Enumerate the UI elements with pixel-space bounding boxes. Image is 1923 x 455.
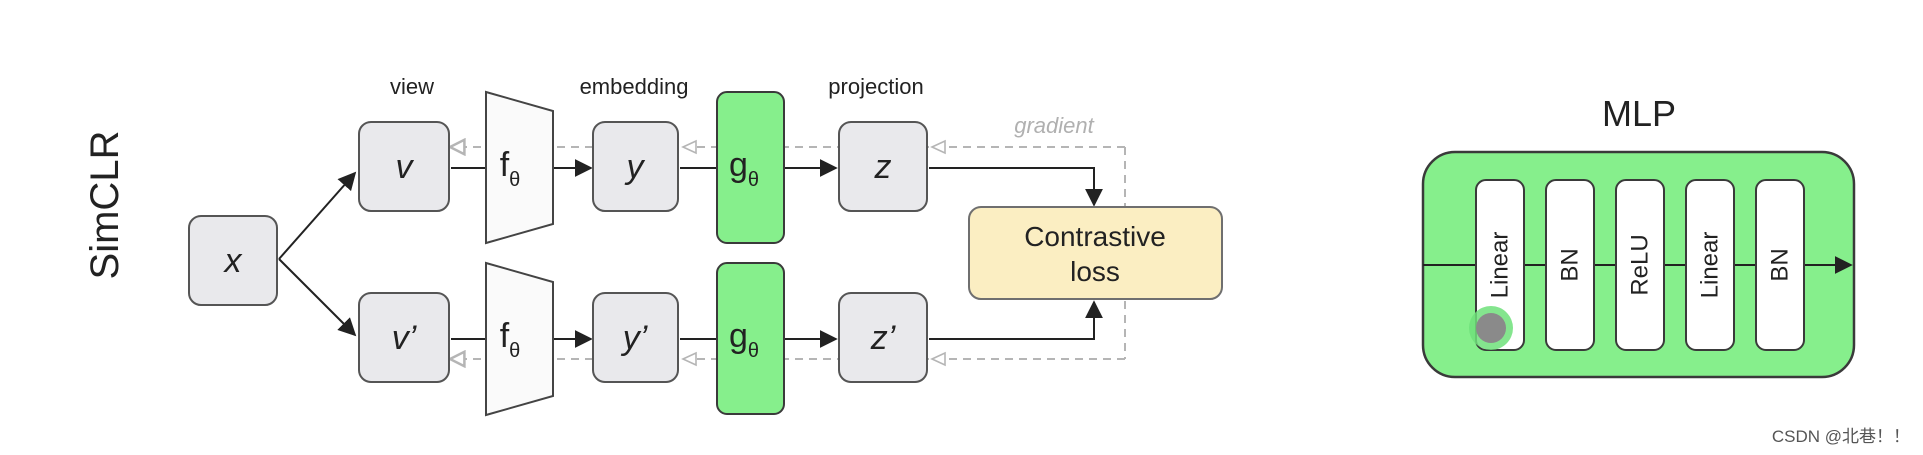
projector-bottom: gθ	[716, 262, 785, 415]
mlp-layer-label: BN	[1557, 248, 1584, 281]
embedding-node-y-prime-label: y’	[621, 319, 648, 357]
edge-zp-to-loss	[929, 300, 1103, 340]
encoder-symbol: f	[500, 317, 510, 355]
contrastive-loss-box: Contrastive loss	[968, 206, 1223, 300]
edge-z-to-loss	[929, 167, 1103, 207]
encoder-bottom: fθ	[485, 261, 554, 417]
edge-x-to-v	[278, 171, 357, 260]
mlp-layer-box: BN	[1755, 179, 1805, 351]
gradient-arrow-icon	[681, 351, 697, 367]
projector-symbol: g	[729, 317, 748, 355]
mlp-layer-box: BN	[1545, 179, 1595, 351]
projector-symbol: g	[729, 146, 748, 184]
projector-subscript: θ	[748, 340, 759, 362]
watermark: CSDN @北巷！！	[1772, 427, 1910, 446]
encoder-subscript: θ	[509, 340, 520, 362]
mlp-layer-box: ReLU	[1615, 179, 1665, 351]
projection-node-z: z	[838, 121, 928, 212]
input-node-x: x	[188, 215, 278, 306]
svg-text:fθ: fθ	[500, 146, 521, 191]
mlp-title: MLP	[1602, 93, 1676, 134]
view-node-v-prime-label: v’	[392, 319, 417, 357]
embedding-node-y-prime: y’	[592, 292, 679, 383]
loss-label-line1: Contrastive	[1024, 221, 1166, 252]
mlp-layer-label: ReLU	[1627, 234, 1654, 295]
gradient-arrow-icon	[930, 351, 946, 367]
mlp-layer-label: BN	[1767, 248, 1794, 281]
svg-text:gθ: gθ	[729, 317, 759, 362]
svg-text:gθ: gθ	[729, 146, 759, 191]
view-node-v: v	[358, 121, 450, 212]
mlp-block: Linear BN ReLU Linear BN	[1421, 150, 1856, 379]
projection-node-z-prime: z’	[838, 292, 928, 383]
projector-top: gθ	[716, 91, 785, 244]
svg-text:fθ: fθ	[500, 317, 521, 362]
mlp-layer-label: Linear	[1697, 232, 1724, 299]
loss-label-line2: loss	[1070, 256, 1120, 287]
projection-node-z-prime-label: z’	[870, 319, 896, 357]
header-view: view	[390, 74, 434, 99]
gradient-label: gradient	[1014, 113, 1094, 138]
encoder-symbol: f	[500, 146, 510, 184]
view-node-v-prime: v’	[358, 292, 450, 383]
projector-subscript: θ	[748, 169, 759, 191]
embedding-node-y: y	[592, 121, 679, 212]
encoder-top: fθ	[485, 90, 554, 245]
projection-node-z-label: z	[874, 148, 892, 186]
gradient-arrow-icon	[681, 139, 697, 155]
gradient-arrow-icon	[930, 139, 946, 155]
input-node-label: x	[223, 242, 243, 280]
cursor-indicator	[1469, 306, 1513, 350]
header-projection: projection	[828, 74, 923, 99]
embedding-node-y-label: y	[625, 148, 646, 186]
simclr-title: SimCLR	[83, 131, 127, 280]
mlp-layer-box: Linear	[1685, 179, 1735, 351]
view-node-v-label: v	[396, 148, 415, 186]
mlp-layer-label: Linear	[1487, 232, 1514, 299]
header-embedding: embedding	[580, 74, 689, 99]
encoder-subscript: θ	[509, 169, 520, 191]
edge-x-to-v-prime	[278, 258, 357, 337]
